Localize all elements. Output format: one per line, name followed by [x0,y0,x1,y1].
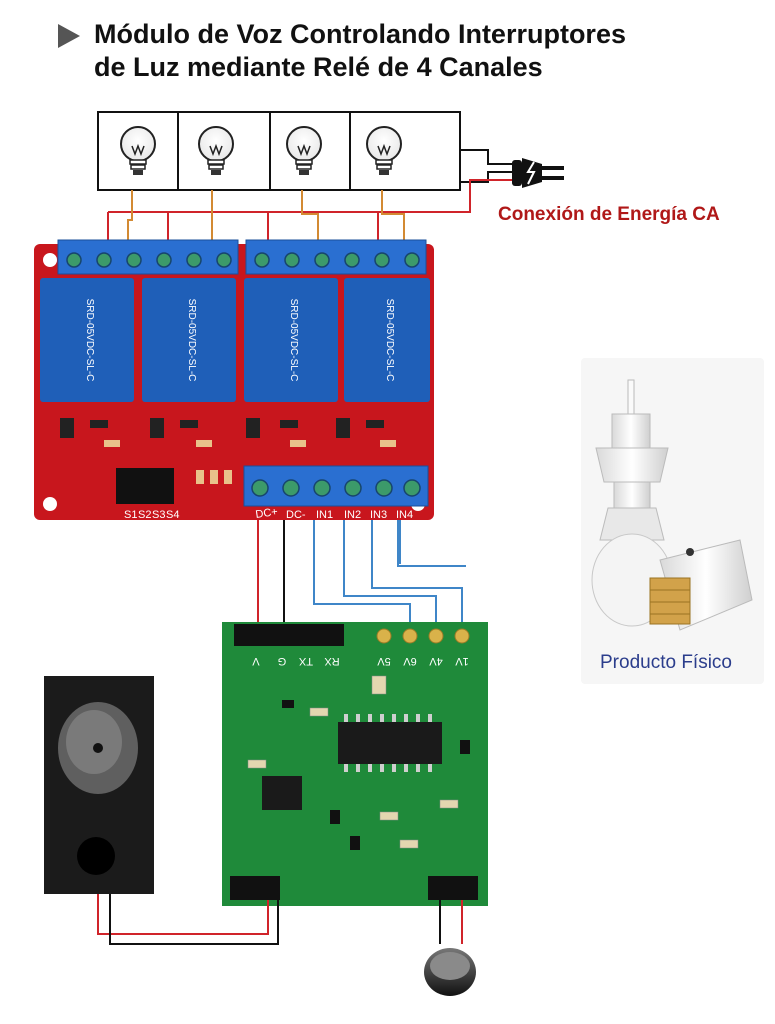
relay-block: SRD-05VDC-SL-C [244,278,338,402]
title-line-2: de Luz mediante Relé de 4 Canales [94,52,543,82]
voice-pin-label: G [278,655,287,667]
jumper-pin-label: S2 [138,509,151,521]
relay-output-terminals [57,239,427,275]
title-line-1: Módulo de Voz Controlando Interruptores [94,19,626,49]
amplifier-chip [262,776,302,810]
voice-pin-label: 4V [429,655,443,667]
jumper-pin-label: S4 [166,509,179,521]
light-bulb-icon [198,126,234,175]
pin-in2-label: IN2 [344,509,361,521]
power-header [230,876,280,900]
page-title: Módulo de Voz Controlando Interruptores … [94,18,626,84]
pin-in1-label: IN1 [316,509,333,521]
lamp-wiring-frame [97,111,512,191]
jumper-pin-label: S1 [124,509,137,521]
svg-text:SRD-05VDC-SL-C: SRD-05VDC-SL-C [186,299,197,382]
light-bulb-icon [286,126,322,175]
light-bulb-icon [366,126,402,175]
pin-dc-plus-label: DC+ [255,506,279,521]
ac-power-label: Conexión de Energía CA [498,204,720,225]
mic-wires [439,900,463,944]
svg-text:SRD-05VDC-SL-C: SRD-05VDC-SL-C [384,299,395,382]
title-arrow-icon [58,24,80,48]
pin-in3-label: IN3 [370,509,387,521]
relay-jumper-header: S1 S2 S3 S4 [116,468,179,521]
ac-live-wire [108,179,512,213]
voice-module-board: V G TX RX 5V 6V 4V 1V [222,622,488,906]
voice-pin-label: 1V [455,655,469,667]
voice-pin-label: 5V [377,655,391,667]
relay-block: SRD-05VDC-SL-C [344,278,430,402]
voice-header-pins [234,624,344,646]
product-bulb-socket-image [591,379,753,631]
voice-chip [338,722,442,764]
mic-header [428,876,478,900]
jumper-pin-label: S3 [152,509,165,521]
bulb-to-relay-wires [127,190,405,242]
relay-module-board: SRD-05VDC-SL-C SRD-05VDC-SL-C SRD-05VDC-… [34,239,434,521]
voice-pin-label: V [252,655,260,667]
voice-pin-label: 6V [403,655,417,667]
pin-dc-minus-label: DC- [286,509,306,521]
svg-text:SRD-05VDC-SL-C: SRD-05VDC-SL-C [84,299,95,382]
microphone-icon [424,948,476,996]
relay-block: SRD-05VDC-SL-C [142,278,236,402]
power-plug-icon [512,158,564,188]
switch-wires [97,894,279,945]
pin-in4-label: IN4 [396,509,413,521]
voice-pin-label: RX [324,655,340,667]
relay-block: SRD-05VDC-SL-C [40,278,134,402]
relay-input-terminal: DC+ DC- IN1 IN2 IN3 IN4 [243,465,429,521]
rocker-switch-icon [44,676,154,894]
product-photo-label: Producto Físico [600,652,732,673]
voice-pin-label: TX [298,655,313,667]
light-bulb-icon [120,126,156,175]
control-wires [257,520,466,634]
svg-text:SRD-05VDC-SL-C: SRD-05VDC-SL-C [288,299,299,382]
